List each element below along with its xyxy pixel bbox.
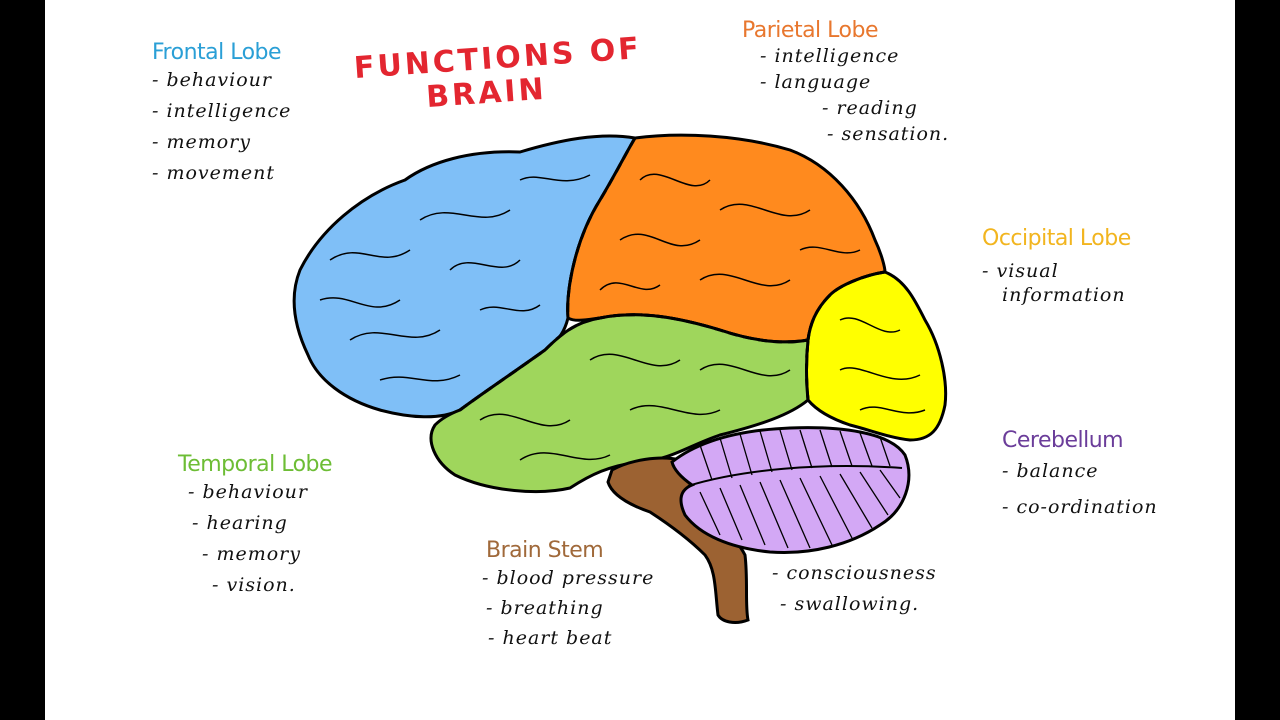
parietal-item-2: - language <box>760 71 872 93</box>
cerebellum-item-1: - balance <box>1002 460 1099 482</box>
temporal-item-1: - behaviour <box>188 481 308 503</box>
cerebellum-region <box>670 426 911 554</box>
parietal-lobe-label: Parietal Lobe - intelligence - language … <box>742 18 949 147</box>
brain-illustration <box>292 133 948 624</box>
brainstem-item-4: - consciousness <box>772 562 937 584</box>
temporal-item-4: - vision. <box>212 574 296 596</box>
temporal-item-3: - memory <box>202 543 301 565</box>
brainstem-item-3: - heart beat <box>488 627 613 649</box>
occipital-lobe-heading: Occipital Lobe <box>982 226 1131 251</box>
occipital-item-2: information <box>1002 284 1126 306</box>
brain-stem-heading: Brain Stem <box>486 538 604 563</box>
diagram-canvas: FUNCTIONS OF BRAIN Frontal Lobe - behavi… <box>45 0 1235 720</box>
parietal-item-3: - reading <box>822 97 918 119</box>
cerebellum-heading: Cerebellum <box>1002 428 1124 453</box>
brain-stem-right-label: - consciousness - swallowing. <box>772 558 937 620</box>
occipital-item-1: - visual <box>982 260 1059 282</box>
parietal-item-4: - sensation. <box>827 123 950 145</box>
occipital-lobe-label: Occipital Lobe - visual information <box>982 226 1131 307</box>
frontal-item-1: - behaviour <box>152 69 272 91</box>
temporal-item-2: - hearing <box>192 512 288 534</box>
frontal-lobe-heading: Frontal Lobe <box>152 40 282 65</box>
frontal-item-3: - memory <box>152 131 251 153</box>
parietal-item-1: - intelligence <box>760 45 900 67</box>
frontal-lobe-label: Frontal Lobe - behaviour - intelligence … <box>152 40 291 189</box>
frontal-item-4: - movement <box>152 162 276 184</box>
brainstem-item-1: - blood pressure <box>482 567 655 589</box>
frontal-item-2: - intelligence <box>152 100 292 122</box>
brainstem-item-2: - breathing <box>486 597 604 619</box>
brainstem-item-5: - swallowing. <box>780 593 920 615</box>
parietal-lobe-heading: Parietal Lobe <box>742 18 879 43</box>
brain-stem-label: Brain Stem - blood pressure - breathing … <box>482 538 654 653</box>
temporal-lobe-label: Temporal Lobe - behaviour - hearing - me… <box>178 452 333 601</box>
cerebellum-item-2: - co-ordination <box>1002 496 1158 518</box>
cerebellum-label: Cerebellum - balance - co-ordination <box>1002 428 1158 525</box>
temporal-lobe-heading: Temporal Lobe <box>178 452 333 477</box>
